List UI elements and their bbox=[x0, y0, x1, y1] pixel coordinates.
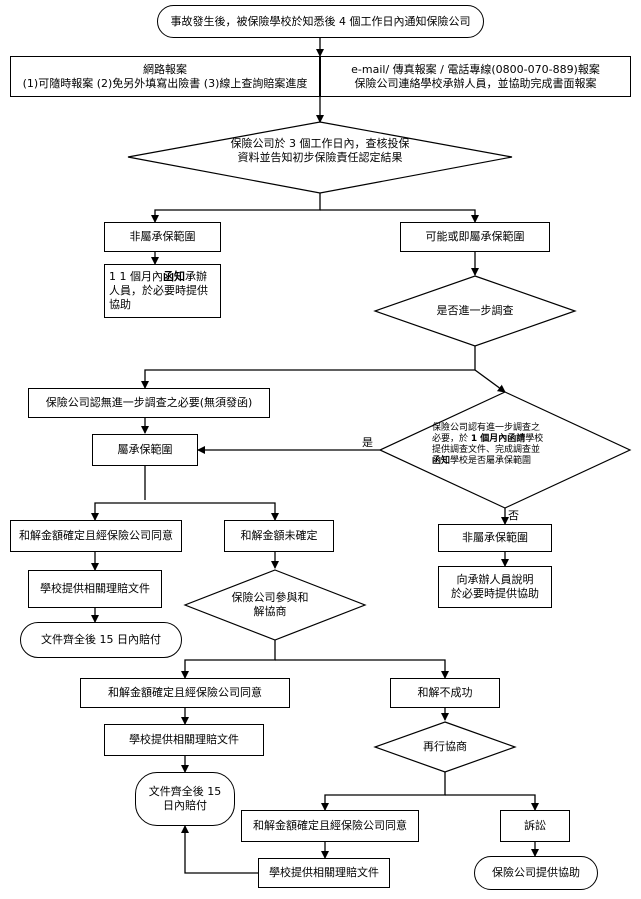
investigation-l4b: 學校是否屬承保範圍 bbox=[450, 456, 532, 466]
agreed-text: 和解金額確定且經保險公司同意 bbox=[19, 529, 173, 542]
not-covered-2-text: 非屬承保範圍 bbox=[462, 531, 528, 544]
investigate-q: 是否進一步調查 bbox=[436, 304, 514, 317]
assist-text: 保險公司提供協助 bbox=[492, 866, 580, 879]
online-report-detail: (1)可隨時報案 (2)免另外填寫出險書 (3)線上查詢賠案進度 bbox=[22, 76, 308, 90]
notice-p1: 1 個月內 bbox=[119, 270, 164, 283]
no-label: 否 bbox=[508, 509, 519, 522]
no-investigation-box: 保險公司認無進一步調查之必要(無須發函) bbox=[28, 388, 270, 418]
notice-note-text: 1 1 個月內函知承辦人員，於必要時提供協助 bbox=[109, 270, 208, 311]
online-report-box: 網路報案 (1)可隨時報案 (2)免另外填寫出險書 (3)線上查詢賠案進度 bbox=[10, 56, 320, 97]
mediate-text: 保險公司參與和 解協商 bbox=[215, 591, 325, 619]
lawsuit-box: 訴訟 bbox=[500, 810, 570, 842]
no-investigation-text: 保險公司認無進一步調查之必要(無須發函) bbox=[45, 396, 253, 409]
investigation-l2: 必要，於 1 個月內函請學校 bbox=[432, 434, 578, 445]
investigation-l3: 提供調查文件、完成調查並 bbox=[432, 445, 541, 455]
assist-terminal: 保險公司提供協助 bbox=[474, 856, 598, 890]
offline-report-line1: e-mail/ 傳真報案 / 電話專線(0800-070-889)報案 bbox=[351, 62, 600, 76]
investigation-l4: 函知學校是否屬承保範圍 bbox=[432, 456, 578, 467]
not-covered-text: 非屬承保範圍 bbox=[129, 230, 196, 243]
notice-note-box: 1 1 個月內函知承辦人員，於必要時提供協助 bbox=[104, 264, 221, 318]
school-docs-box-3: 學校提供相關理賠文件 bbox=[258, 858, 390, 888]
investigation-l2a: 必要，於 bbox=[432, 434, 471, 444]
maybe-covered-box: 可能或即屬承保範圍 bbox=[400, 222, 550, 252]
investigation-l2b: 1 個月內函請 bbox=[470, 434, 526, 444]
covered-text: 屬承保範圍 bbox=[117, 443, 173, 456]
start-terminal: 事故發生後，被保險學校於知悉後 4 個工作日內通知保險公司 bbox=[157, 5, 484, 38]
school-docs-box-2: 學校提供相關理賠文件 bbox=[104, 724, 264, 756]
agreed-box-3: 和解金額確定且經保險公司同意 bbox=[241, 810, 419, 842]
agreed-box: 和解金額確定且經保險公司同意 bbox=[10, 520, 182, 552]
not-covered-box-2: 非屬承保範圍 bbox=[438, 524, 552, 552]
mediate-line2: 解協商 bbox=[253, 605, 287, 618]
covered-box: 屬承保範圍 bbox=[92, 434, 198, 466]
agreed-2-text: 和解金額確定且經保險公司同意 bbox=[108, 686, 262, 699]
start-text: 事故發生後，被保險學校於知悉後 4 個工作日內通知保險公司 bbox=[170, 14, 471, 28]
school-docs-text: 學校提供相關理賠文件 bbox=[40, 582, 150, 595]
review-line2: 資料並告知初步保險責任認定結果 bbox=[237, 151, 403, 164]
explain-line2: 於必要時提供協助 bbox=[451, 587, 539, 600]
pay-15-terminal: 文件齊全後 15 日內賠付 bbox=[20, 622, 182, 658]
explain-line1: 向承辦人員說明 bbox=[456, 573, 534, 586]
investigation-diamond bbox=[378, 391, 632, 509]
investigate-diamond bbox=[373, 275, 577, 347]
offline-report-line2: 保險公司連絡學校承辦人員，並協助完成書面報案 bbox=[354, 76, 597, 90]
review-text: 保險公司於 3 個工作日內，查核投保 資料並告知初步保險責任認定結果 bbox=[190, 137, 450, 165]
renegotiate-label: 再行協商 bbox=[423, 740, 467, 753]
pay-15-text: 文件齊全後 15 日內賠付 bbox=[41, 633, 161, 646]
offline-report-box: e-mail/ 傳真報案 / 電話專線(0800-070-889)報案 保險公司… bbox=[320, 56, 631, 97]
maybe-covered-text: 可能或即屬承保範圍 bbox=[425, 230, 525, 243]
investigation-l4a: 函知 bbox=[432, 456, 451, 466]
failed-box: 和解不成功 bbox=[390, 678, 500, 708]
agreed-3-text: 和解金額確定且經保險公司同意 bbox=[253, 819, 407, 832]
not-covered-box: 非屬承保範圍 bbox=[104, 222, 221, 252]
renegotiate-diamond bbox=[373, 721, 517, 773]
review-diamond bbox=[127, 121, 513, 194]
renegotiate-text: 再行協商 bbox=[395, 740, 495, 754]
pay-15-terminal-2: 文件齊全後 15 日內賠付 bbox=[135, 772, 235, 826]
mediate-line1: 保險公司參與和 bbox=[231, 591, 309, 604]
failed-text: 和解不成功 bbox=[417, 686, 473, 699]
lawsuit-text: 訴訟 bbox=[524, 819, 546, 832]
investigation-text: 保險公司認有進一步調查之 必要，於 1 個月內函請學校 提供調查文件、完成調查並… bbox=[432, 423, 578, 467]
review-line1: 保險公司於 3 個工作日內，查核投保 bbox=[230, 137, 410, 150]
notice-p2: 函知 bbox=[163, 270, 185, 283]
notice-p3: 承辦人員，於必要時提供協助 bbox=[109, 270, 208, 311]
yes-label: 是 bbox=[362, 436, 373, 449]
investigate-text: 是否進一步調查 bbox=[405, 304, 545, 318]
pay-15-b-line1: 文件齊全後 15 bbox=[148, 785, 222, 798]
school-docs-2-text: 學校提供相關理賠文件 bbox=[129, 733, 239, 746]
investigation-l2c: 學校 bbox=[525, 434, 544, 444]
agreed-box-2: 和解金額確定且經保險公司同意 bbox=[80, 678, 290, 708]
explain-box: 向承辦人員說明 於必要時提供協助 bbox=[438, 566, 552, 608]
online-report-title: 網路報案 bbox=[143, 62, 187, 76]
undetermined-text: 和解金額未確定 bbox=[240, 529, 318, 542]
school-docs-3-text: 學校提供相關理賠文件 bbox=[269, 866, 379, 879]
undetermined-box: 和解金額未確定 bbox=[224, 520, 334, 552]
pay-15-b-line2: 日內賠付 bbox=[163, 799, 207, 812]
mediate-diamond bbox=[183, 569, 367, 641]
school-docs-box: 學校提供相關理賠文件 bbox=[28, 570, 162, 608]
investigation-l1: 保險公司認有進一步調查之 bbox=[432, 423, 541, 433]
